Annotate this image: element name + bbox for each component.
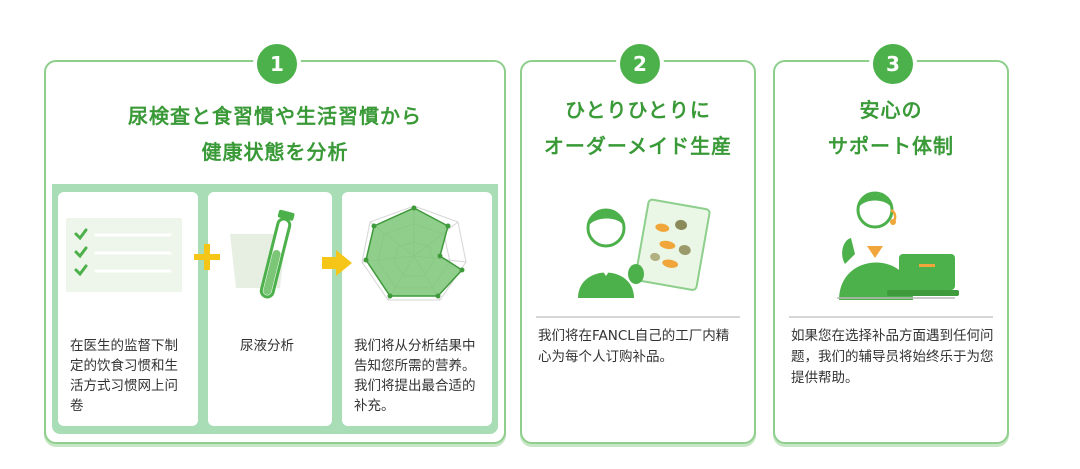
step-title: 安心の サポート体制 <box>775 92 1007 164</box>
support-operator-icon <box>831 184 961 302</box>
substep-text: 在医生的监督下制定的饮食习惯和生活方式习惯网上问卷 <box>70 338 178 414</box>
urine-test-tube-icon <box>228 206 308 310</box>
step-title-line1: 安心の <box>859 98 923 122</box>
step-title: ひとりひとりに オーダーメイド生産 <box>522 92 754 164</box>
step-card-production: 2 ひとりひとりに オーダーメイド生産 <box>520 40 756 444</box>
step-title-line2: 健康状態を分析 <box>201 140 349 164</box>
step-number-badge: 3 <box>869 40 917 88</box>
substep-questionnaire: 在医生的监督下制定的饮食习惯和生活方式习惯网上问卷 <box>58 192 198 426</box>
step-description: 我们将在FANCL自己的工厂内精心为每个人订购补品。 <box>538 328 730 365</box>
card-divider <box>536 316 740 318</box>
checklist-icon <box>66 218 182 292</box>
step-description: 如果您在选择补品方面遇到任何问题，我们的辅导员将始终乐于为您提供帮助。 <box>791 328 994 386</box>
substep-urine-test: 尿液分析 <box>208 192 332 426</box>
step-number-badge: 1 <box>253 40 301 88</box>
step-title-line1: 尿検査と食習慣や生活習慣から <box>128 104 422 128</box>
step-title-line2: オーダーメイド生産 <box>543 134 733 158</box>
step-title-line2: サポート体制 <box>828 134 954 158</box>
radar-chart-icon <box>356 200 472 310</box>
card-divider <box>789 316 993 318</box>
arrow-right-icon <box>322 250 352 276</box>
person-with-supplement-pack-icon <box>574 194 714 300</box>
plus-icon <box>194 244 220 270</box>
step-card-analysis: 1 尿検査と食習慣や生活習慣から 健康状態を分析 <box>44 40 506 444</box>
substep-nutrition-advice: 我们将从分析结果中告知您所需的营养。我们将提出最合适的补充。 <box>342 192 492 426</box>
step-title-line1: ひとりひとりに <box>565 98 711 122</box>
substep-text: 我们将从分析结果中告知您所需的营养。我们将提出最合适的补充。 <box>354 338 476 414</box>
substep-text: 尿液分析 <box>240 338 294 354</box>
step-title: 尿検査と食習慣や生活習慣から 健康状態を分析 <box>46 98 504 170</box>
step-number-badge: 2 <box>616 40 664 88</box>
step-card-support: 3 安心の サポート体制 如果您在选择补品方面遇到任何问题，我们的辅导员将始终乐… <box>773 40 1009 444</box>
analysis-substeps: 在医生的监督下制定的饮食习惯和生活方式习惯网上问卷 尿液分析 <box>52 184 498 434</box>
